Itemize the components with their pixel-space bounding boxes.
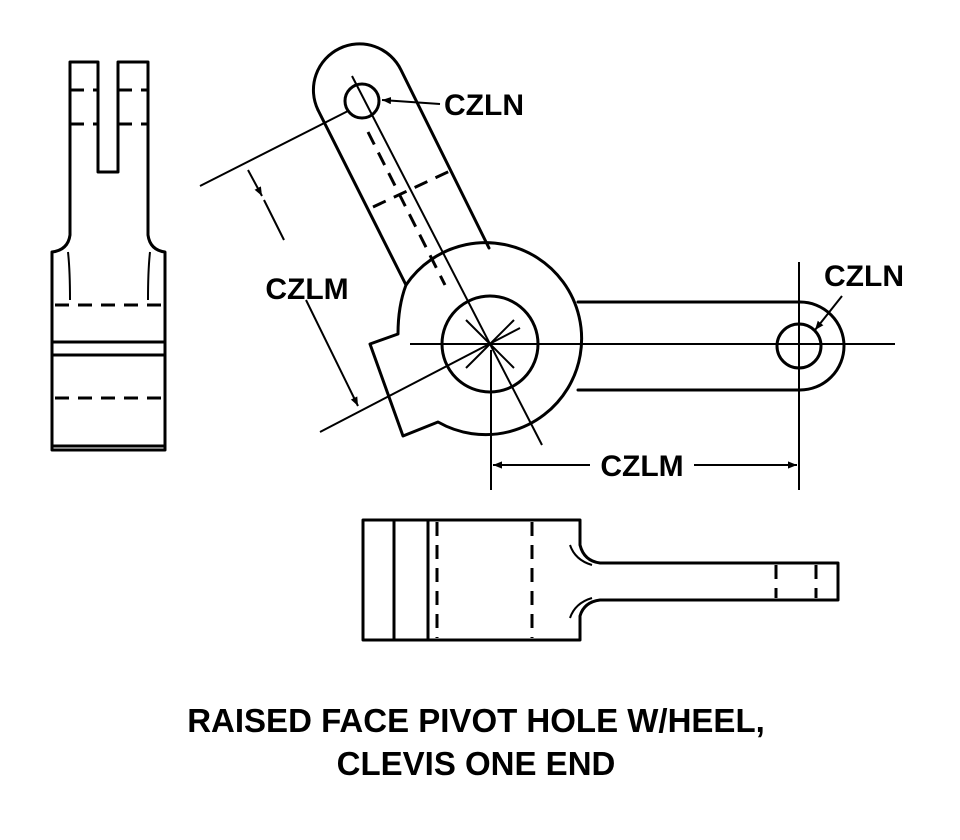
angled-arm-outline <box>311 42 491 250</box>
centerline-cross <box>319 327 521 433</box>
dimension-arrow <box>247 169 263 197</box>
angled-arm-outline <box>316 108 408 287</box>
angled-arm-hidden-line <box>366 131 447 286</box>
front-view <box>361 518 840 642</box>
horizontal-arm-outline <box>576 300 846 392</box>
dimension-arrow <box>305 299 359 407</box>
leader-arrow <box>814 295 843 331</box>
front-view-fillet <box>569 544 593 566</box>
clevis-fillet-right <box>147 251 151 301</box>
leader-arrow <box>381 97 441 105</box>
clevis-fillet-left <box>67 251 71 301</box>
front-view-fillet <box>569 597 593 619</box>
extension-line <box>199 110 349 187</box>
clevis-outline <box>50 60 167 452</box>
horizontal-center-distance-label: CZLM <box>600 450 683 483</box>
caption-line-1: RAISED FACE PIVOT HOLE W/HEEL, <box>187 702 765 739</box>
centerline-angled <box>351 75 543 446</box>
right-hole-diameter-label: CZLN <box>824 260 904 293</box>
plan-view <box>311 42 895 446</box>
center-mark <box>465 319 515 369</box>
top-pin-hole <box>343 82 381 120</box>
top-hole-diameter-label: CZLN <box>444 89 524 122</box>
hub-with-heel-outline <box>368 241 584 438</box>
front-view-outline <box>361 518 840 642</box>
angled-arm-hidden-line <box>372 168 453 209</box>
dimension-line <box>263 199 285 241</box>
dimensions: CZLM CZLN CZLN CZLM <box>199 89 904 490</box>
side-view-clevis <box>50 60 167 452</box>
caption-line-2: CLEVIS ONE END <box>337 745 616 782</box>
angled-center-distance-label: CZLM <box>265 273 348 306</box>
